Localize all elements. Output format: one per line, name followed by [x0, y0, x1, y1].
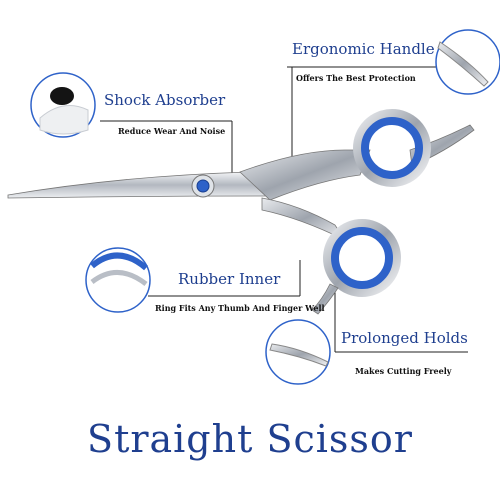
- ergonomic-handle-subtitle: Offers The Best Protection: [296, 73, 416, 83]
- rubber-inner-subtitle: Ring Fits Any Thumb And Finger Well: [155, 303, 325, 313]
- shock-absorber-title: Shock Absorber: [104, 91, 226, 109]
- rubber-bumper-icon: [30, 72, 96, 138]
- ergonomic-handle-title: Ergonomic Handle: [292, 40, 435, 58]
- prolonged-holds-subtitle: Makes Cutting Freely: [355, 366, 452, 376]
- rubber-inner-title: Rubber Inner: [178, 270, 281, 288]
- product-title: Straight Scissor: [87, 417, 413, 461]
- finger-rest-icon: [265, 319, 331, 385]
- shock-absorber-subtitle: Reduce Wear And Noise: [118, 126, 226, 136]
- callout-lines: [100, 66, 468, 353]
- scissor-body: [7, 109, 475, 315]
- rubber-ring-icon: [85, 247, 151, 313]
- prolonged-holds-title: Prolonged Holds: [341, 329, 468, 347]
- handle-tang-icon: [435, 29, 500, 95]
